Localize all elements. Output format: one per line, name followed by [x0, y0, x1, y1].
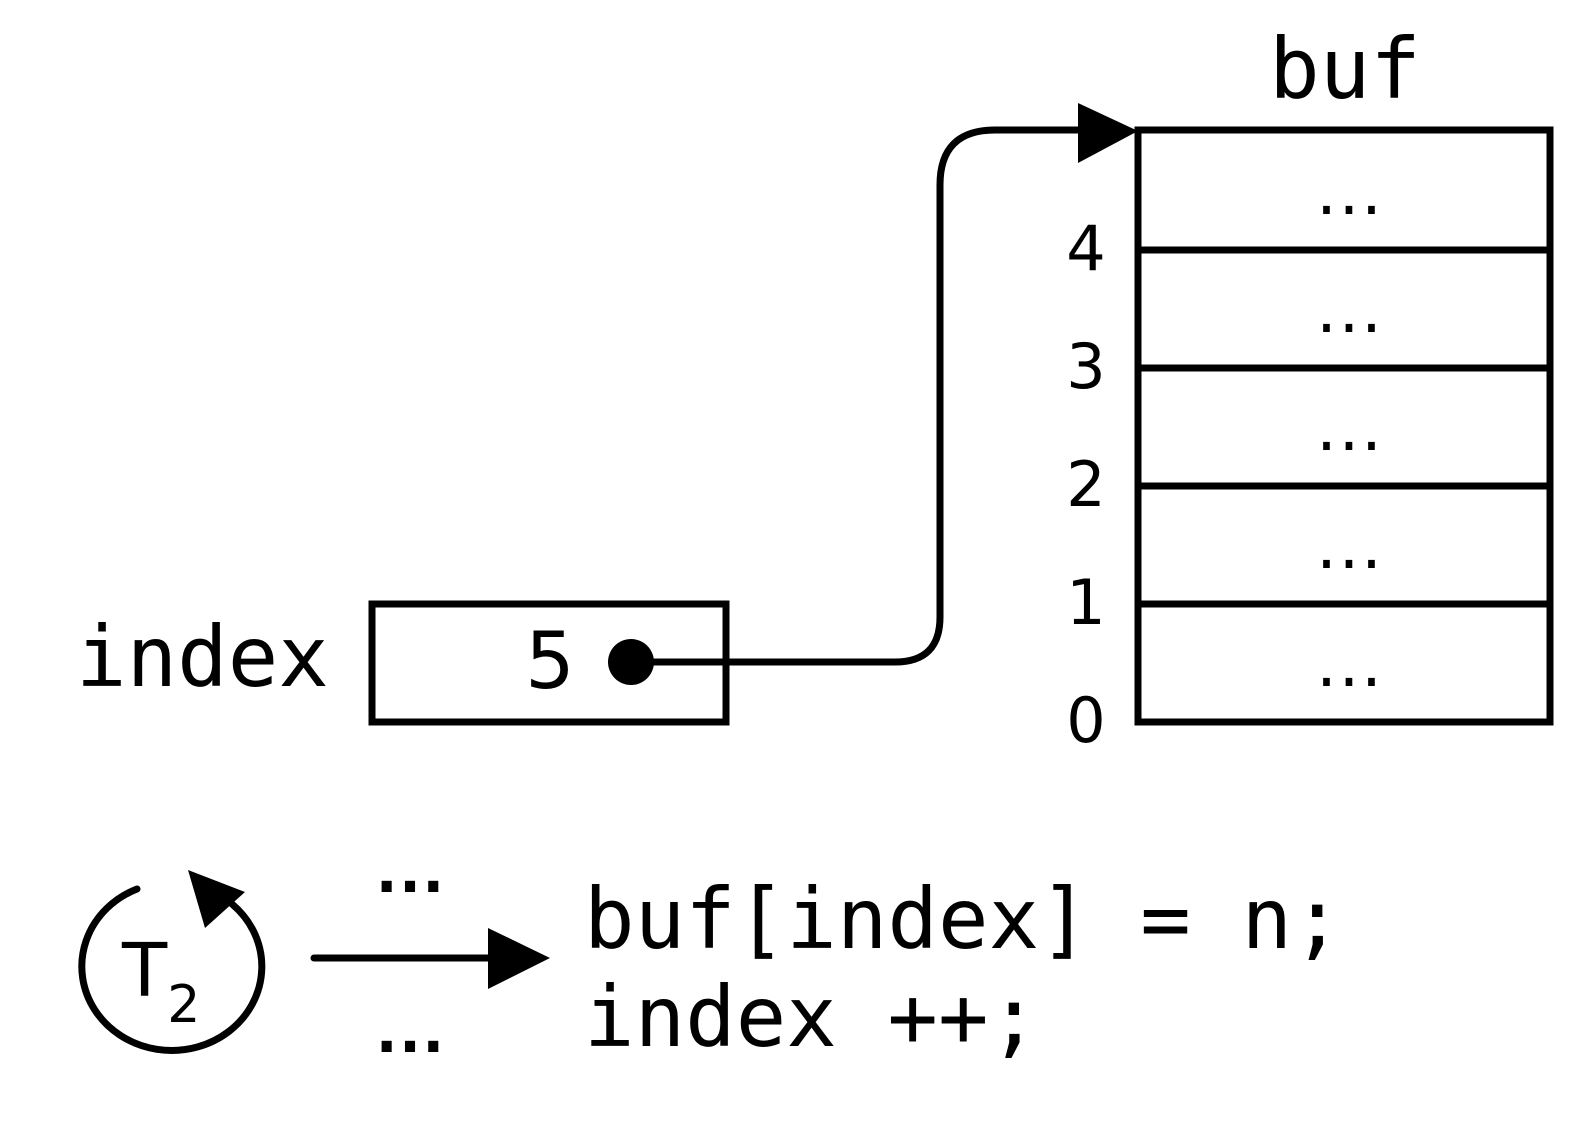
- buf-slot-0-value: ...: [1310, 636, 1378, 699]
- buf-index-label-4: 4: [1066, 212, 1105, 285]
- index-variable-label: index: [76, 608, 329, 706]
- code-line-1: buf[index] = n;: [584, 870, 1343, 968]
- code-after-ellipsis: ...: [368, 994, 439, 1067]
- buf-index-label-1: 1: [1066, 566, 1105, 639]
- buf-slot-3-value: ...: [1310, 282, 1378, 345]
- thread-subscript: 2: [167, 975, 200, 1035]
- buf-slot-1-value: ...: [1310, 518, 1378, 581]
- thread-letter: T: [121, 928, 168, 1014]
- pointer-arrowhead: [1078, 103, 1138, 163]
- buf-array-outline: [1134, 126, 1554, 726]
- buf-slot-4-value: ...: [1310, 164, 1378, 227]
- execution-arrowhead: [488, 928, 550, 989]
- buf-index-label-0: 0: [1066, 684, 1105, 757]
- thread-cycle-arrowhead: [188, 870, 245, 928]
- thread-cycle-icon: T2: [78, 870, 266, 1054]
- pointer-origin-dot: [608, 639, 654, 685]
- buf-index-label-2: 2: [1066, 448, 1105, 521]
- buf-index-label-3: 3: [1066, 330, 1105, 403]
- thread-name: T2: [121, 928, 200, 1035]
- code-before-ellipsis: ...: [368, 834, 439, 907]
- index-variable-value: 5: [525, 617, 575, 707]
- buf-label: buf: [1269, 20, 1421, 118]
- pointer-arrow-line: [626, 126, 1086, 666]
- buf-array: ... ... ... ... ... 4 3 2 1 0: [1066, 126, 1554, 757]
- thread-cycle-circle: [78, 885, 266, 1054]
- buf-slot-2-value: ...: [1310, 400, 1378, 463]
- code-line-2: index ++;: [584, 968, 1039, 1066]
